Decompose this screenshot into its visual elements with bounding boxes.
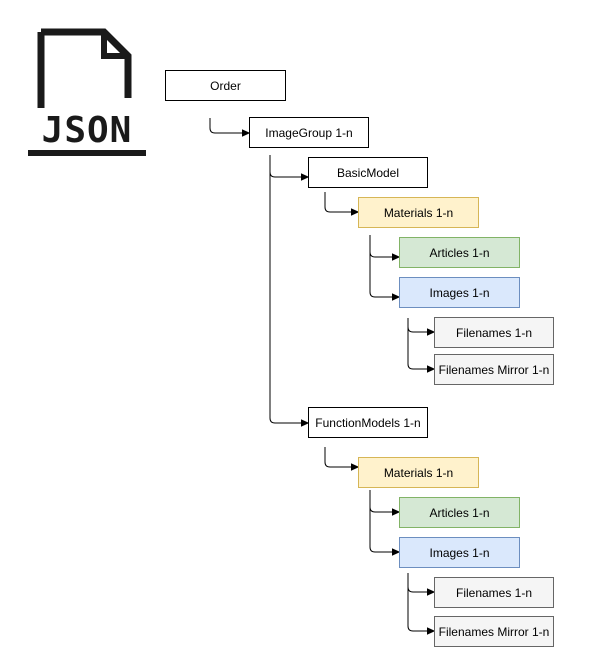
node-order: Order bbox=[165, 70, 286, 101]
edge-functionmodels-materials bbox=[324, 447, 358, 467]
edge-imagegroup-functionmodels bbox=[269, 155, 308, 423]
node-basicmodel: BasicModel bbox=[308, 157, 428, 188]
node-basicmodel-filenames: Filenames 1-n bbox=[434, 317, 554, 348]
edge-materials-images-1 bbox=[369, 235, 399, 297]
edge-images-filenames-mirror-1 bbox=[407, 318, 434, 369]
edge-order-imagegroup bbox=[209, 118, 249, 133]
json-logo-text: JSON bbox=[42, 110, 133, 151]
node-functionmodels-materials: Materials 1-n bbox=[358, 457, 479, 488]
node-basicmodel-images: Images 1-n bbox=[399, 277, 520, 308]
edge-materials-articles-2 bbox=[369, 490, 399, 512]
node-basicmodel-materials: Materials 1-n bbox=[358, 197, 479, 228]
node-imagegroup: ImageGroup 1-n bbox=[249, 117, 369, 148]
edge-basicmodel-materials bbox=[324, 192, 358, 212]
edge-materials-articles-1 bbox=[369, 235, 399, 257]
node-functionmodels-images: Images 1-n bbox=[399, 537, 520, 568]
edge-imagegroup-basicmodel bbox=[269, 155, 308, 177]
edge-images-filenames-mirror-2 bbox=[407, 573, 434, 631]
node-functionmodels-filenames: Filenames 1-n bbox=[434, 577, 554, 608]
edge-images-filenames-1 bbox=[407, 318, 434, 332]
node-basicmodel-filenames-mirror: Filenames Mirror 1-n bbox=[434, 354, 554, 385]
node-functionmodels-filenames-mirror: Filenames Mirror 1-n bbox=[434, 616, 554, 647]
node-functionmodels: FunctionModels 1-n bbox=[308, 407, 428, 438]
node-basicmodel-articles: Articles 1-n bbox=[399, 237, 520, 268]
node-functionmodels-articles: Articles 1-n bbox=[399, 497, 520, 528]
json-file-icon: JSON bbox=[28, 28, 146, 156]
edge-images-filenames-2 bbox=[407, 573, 434, 592]
edge-materials-images-2 bbox=[369, 490, 399, 552]
